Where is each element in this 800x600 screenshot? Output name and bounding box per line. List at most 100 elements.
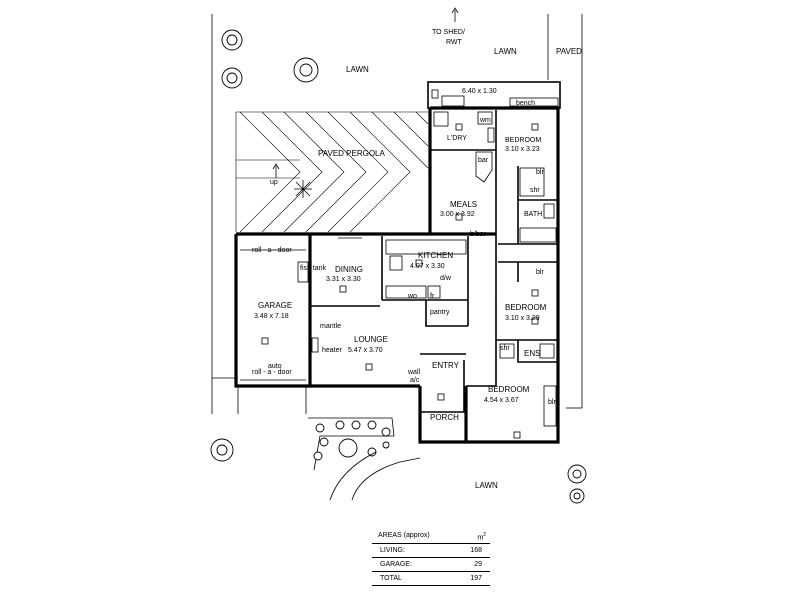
tap-icon (431, 89, 439, 99)
bedroom-dims: 3.10 x 3.29 (505, 315, 540, 322)
areas-row-label: GARAGE: (380, 561, 412, 569)
shrub-icon (313, 420, 391, 461)
path-curve (351, 457, 421, 501)
fish-tank-label: fish tank (300, 265, 327, 272)
shower-icon (499, 343, 515, 359)
heater-icon (311, 337, 319, 353)
lawn-label: LAWN (494, 47, 517, 56)
bench-outline (509, 97, 559, 107)
exterior-walls (234, 106, 560, 444)
paved-label: PAVED (556, 47, 582, 56)
bath-label: BATH (524, 211, 542, 218)
areas-table: AREAS (approx) m2 LIVING: 168 GARAGE: 29… (372, 532, 490, 587)
path-curve-2 (329, 451, 377, 501)
laundry-label: L'DRY (447, 135, 467, 142)
areas-title: AREAS (approx) (378, 532, 430, 539)
areas-row: GARAGE: 29 (372, 557, 490, 571)
dining-dims: 3.31 x 3.30 (326, 276, 361, 283)
meals-dims: 3.00 x 3.92 (440, 211, 475, 218)
areas-row: LIVING: 168 (372, 543, 490, 557)
paved-pergola-label: PAVED PERGOLA (318, 149, 386, 158)
wm-label: wm (479, 117, 491, 124)
areas-row-value: 197 (470, 575, 482, 583)
roll-a-door-label: roll - a - door (252, 369, 292, 376)
bedroom-label: BEDROOM (488, 385, 530, 394)
shr-label: shr (530, 187, 540, 194)
areas-unit: m2 (477, 532, 486, 541)
fridge-icon (427, 285, 441, 299)
porch-label: PORCH (430, 413, 459, 422)
meals-label: MEALS (450, 200, 477, 209)
plant-icon (294, 180, 312, 198)
wall-ac-label: a/c (410, 377, 420, 384)
verandah (427, 81, 561, 109)
heater-label: heater (322, 347, 343, 354)
mantle-label: mantle (320, 323, 341, 330)
shr-label: shr (500, 345, 510, 352)
bar-label: bar (478, 157, 489, 164)
wo-label: wo (407, 293, 417, 300)
kitchen-dims: 4.07 x 3.30 (410, 263, 445, 270)
garden-bed (308, 417, 395, 471)
tree-icon (221, 67, 243, 89)
tree-icon (221, 29, 243, 51)
lounge-label: LOUNGE (354, 335, 388, 344)
sink-icon (441, 95, 465, 107)
pantry-label: pantry (430, 309, 450, 316)
areas-row: TOTAL 197 (372, 571, 490, 587)
to-shed-label: TO SHED/ (432, 29, 465, 36)
vanity-icon (543, 203, 555, 219)
areas-unit-exponent: 2 (483, 532, 486, 538)
verandah-dims: 6.40 x 1.30 (462, 88, 497, 95)
tree-icon (293, 57, 319, 83)
dw-label: d/w (440, 275, 452, 282)
auto-label: auto (268, 363, 282, 370)
cupboard-icon (487, 127, 495, 143)
roll-a-door-label: roll - a - door (252, 247, 292, 254)
robe-icon-3 (543, 385, 557, 427)
up-label: up (270, 179, 278, 186)
stove-icon (389, 255, 403, 271)
bedroom-label: BEDROOM (505, 137, 541, 144)
washing-machine-icon (477, 111, 493, 125)
kitchen-label: KITCHEN (418, 251, 453, 260)
island-bench-icon (385, 285, 427, 299)
bedroom-dims: 4.54 x 3.67 (484, 397, 519, 404)
arrow-up-icon (451, 7, 459, 22)
wall-ac-label: wall (407, 369, 421, 376)
dining-label: DINING (335, 265, 363, 274)
tree-icon (567, 464, 587, 484)
areas-row-value: 29 (474, 561, 482, 569)
fr-label: fr (430, 293, 435, 300)
lawn-label: LAWN (475, 481, 498, 490)
fish-tank-icon (297, 261, 309, 283)
areas-row-value: 168 (470, 547, 482, 555)
areas-header: AREAS (approx) m2 (372, 532, 490, 543)
kitchen-bench-icon (385, 239, 467, 255)
garage-label: GARAGE (258, 301, 292, 310)
tree-icon (210, 438, 234, 462)
tree-icon (569, 488, 585, 504)
areas-unit-symbol: m (477, 534, 484, 542)
bench-label: bench (516, 100, 535, 107)
toilet-icon (539, 343, 555, 359)
areas-row-label: LIVING: (380, 547, 405, 555)
bar-counter (475, 151, 493, 183)
entry-label: ENTRY (432, 361, 460, 370)
bathtub-icon (519, 227, 557, 243)
lounge-dims: 5.47 x 3.70 (348, 347, 383, 354)
light-points (261, 123, 539, 439)
laundry-trough-icon (433, 111, 449, 127)
ens-label: ENS (524, 349, 540, 358)
blr-label: blr (536, 269, 544, 276)
garage-dims: 3.48 x 7.18 (254, 313, 289, 320)
pergola-roof (235, 111, 430, 233)
blr-label: blr (536, 169, 544, 176)
blr-label: blr (548, 399, 556, 406)
bedroom-label: BEDROOM (505, 303, 547, 312)
interior-walls (310, 110, 558, 413)
areas-row-label: TOTAL (380, 575, 402, 583)
bedroom-dims: 3.10 x 3.23 (505, 146, 540, 153)
robe-icon (519, 167, 545, 197)
